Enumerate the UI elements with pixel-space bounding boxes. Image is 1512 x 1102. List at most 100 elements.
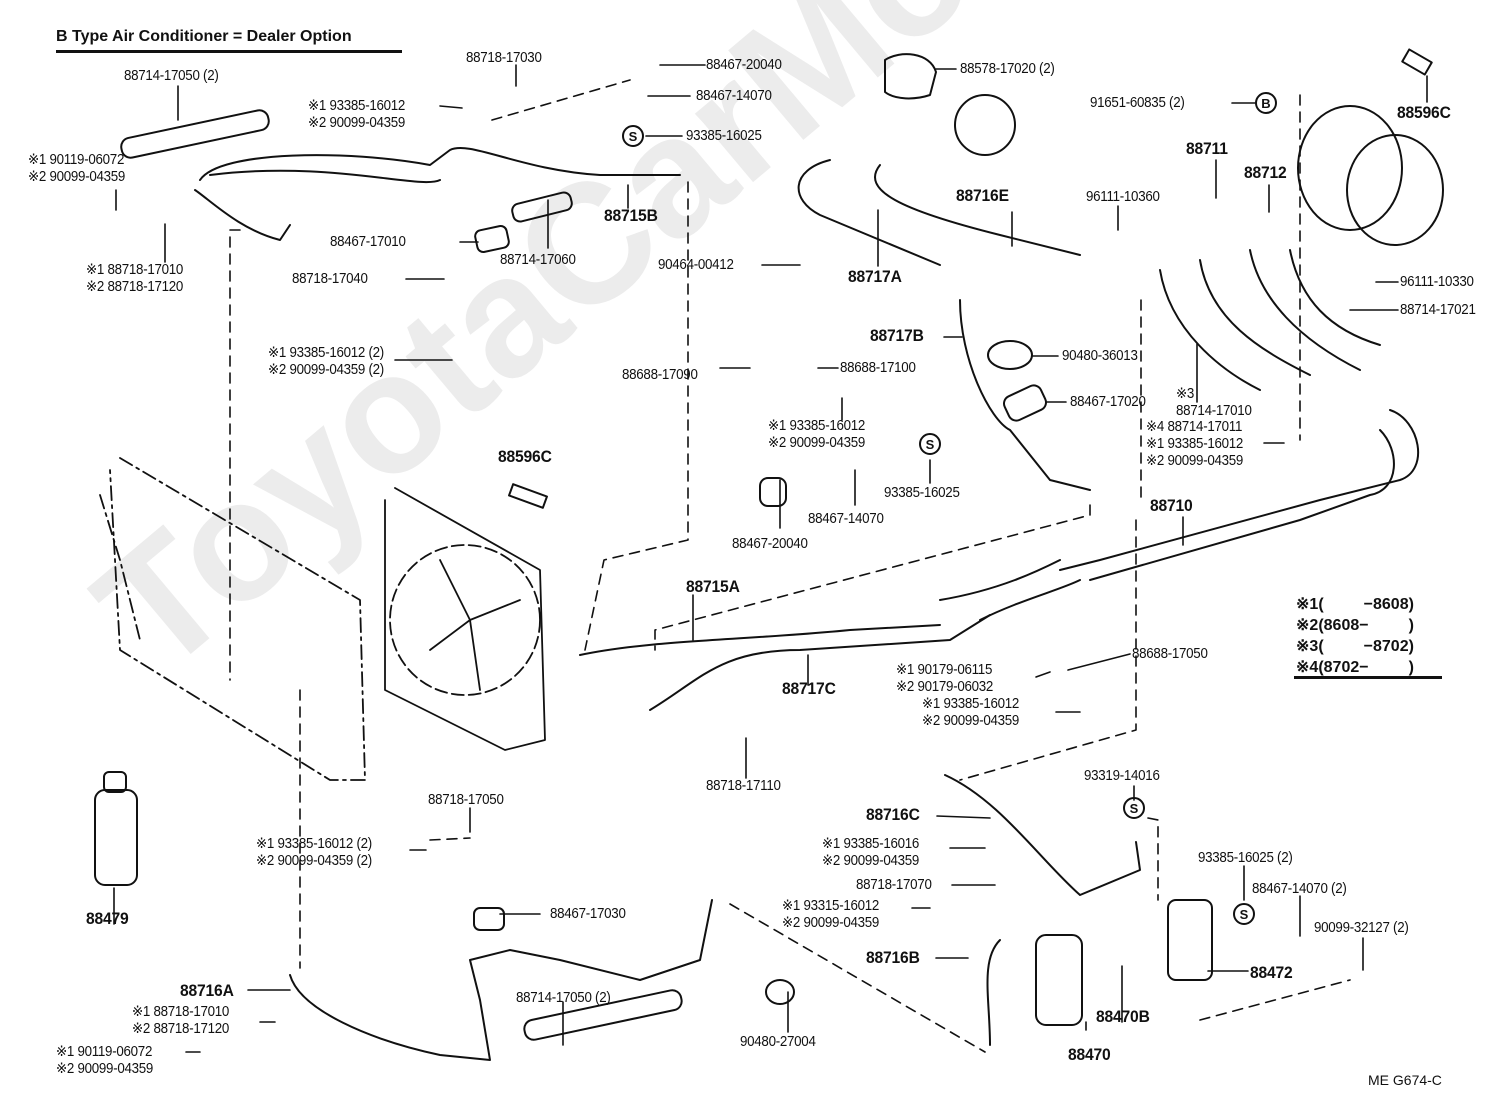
part-label-line: ※3 [1176, 386, 1195, 402]
part-label-line: ※1 93315-16012 [782, 898, 880, 914]
part-label: 88716A [180, 981, 234, 1000]
s-marker-3: S [1130, 801, 1139, 816]
part-label-line: ※2 90099-04359 [782, 915, 880, 931]
part-label-line: ※2 90099-04359 [56, 1061, 154, 1077]
figure-code: ME G674-C [1368, 1072, 1442, 1088]
part-label: 88479 [86, 909, 129, 928]
part-label-line: ※1 88718-17010 [132, 1004, 230, 1020]
part-label: 88716B [866, 948, 920, 967]
condenser-unit [99, 457, 366, 781]
part-label: ※1 93385-16012 ※2 90099-04359 [768, 418, 865, 452]
part-label: 90099-32127 (2) [1314, 920, 1409, 936]
part-label: 96111-10330 [1400, 274, 1474, 290]
part-label: 88688-17090 [622, 367, 698, 383]
part-label: ※1 93315-16012 ※2 90099-04359 [782, 898, 879, 932]
legend-mark: ※2 [1296, 617, 1319, 634]
hoses [194, 146, 1419, 1061]
s-marker-2: S [926, 437, 935, 452]
part-label: 88718-17070 [856, 877, 932, 893]
part-label: ※1 93385-16012 (2) ※2 90099-04359 (2) [268, 345, 384, 379]
part-label: 88718-17050 [428, 792, 504, 808]
part-label: 88467-17030 [550, 906, 626, 922]
legend-range: (8608− ) [1318, 617, 1414, 634]
part-label-line: ※2 90099-04359 [822, 853, 920, 869]
part-label: ※3 88714-17010 [1176, 386, 1252, 420]
part-label: ※1 88718-17010 ※2 88718-17120 [132, 1004, 229, 1038]
part-label-line: ※1 93385-16016 [822, 836, 920, 852]
part-label: 88467-20040 [732, 536, 808, 552]
part-label: 88714-17050 (2) [124, 68, 219, 84]
legend-range: ( −8608) [1318, 596, 1414, 613]
part-label: 91651-60835 (2) [1090, 95, 1185, 111]
part-label: 93385-16025 (2) [1198, 850, 1293, 866]
legend-mark: ※1 [1296, 596, 1319, 613]
part-label: 88688-17100 [840, 360, 916, 376]
part-label: ※4 88714-17011 ※1 93385-16012 ※2 90099-0… [1146, 419, 1243, 470]
part-label: 88718-17030 [466, 50, 542, 66]
part-label-line: ※2 90099-04359 [308, 115, 406, 131]
legend-range: (8702− ) [1318, 659, 1414, 676]
part-label: ※1 90119-06072 ※2 90099-04359 [56, 1044, 153, 1078]
part-label-line: ※1 93385-16012 (2) [268, 345, 384, 361]
part-label-line: ※1 93385-16012 (2) [256, 836, 372, 852]
part-label: 88472 [1250, 963, 1293, 982]
part-label: 88467-20040 [706, 57, 782, 73]
legend-row: ※3( −8702) [1296, 636, 1414, 657]
title-underline [56, 50, 402, 53]
part-label: 88710 [1150, 496, 1193, 515]
part-label: 88688-17050 [1132, 646, 1208, 662]
part-label: 88715B [604, 206, 658, 225]
part-label: 88714-17021 [1400, 302, 1476, 318]
legend-mark: ※3 [1296, 638, 1319, 655]
part-label: 88718-17040 [292, 271, 368, 287]
part-label: 88578-17020 (2) [960, 61, 1055, 77]
part-label-line: ※1 93385-16012 [922, 696, 1020, 712]
part-label: 88467-14070 [696, 88, 772, 104]
part-label: 88467-14070 (2) [1252, 881, 1347, 897]
part-label: 96111-10360 [1086, 189, 1160, 205]
part-label: 88470 [1068, 1045, 1111, 1064]
b-marker: B [1261, 96, 1270, 111]
part-label: 88714-17050 (2) [516, 990, 611, 1006]
legend-underline [1294, 676, 1442, 679]
part-label-line: ※2 90099-04359 [922, 713, 1020, 729]
part-label-line: ※2 90099-04359 (2) [268, 362, 384, 378]
part-label: 88715A [686, 577, 740, 596]
part-label: 90480-36013 [1062, 348, 1138, 364]
dashed-lines [229, 79, 1351, 1053]
part-label: 88470B [1096, 1007, 1150, 1026]
part-label-line: ※1 93385-16012 [768, 418, 866, 434]
part-label: 88596C [1397, 103, 1451, 122]
part-label-line: ※4 88714-17011 [1146, 419, 1243, 435]
part-label-line: ※2 90099-04359 [28, 169, 126, 185]
part-label: ※1 93385-16012 ※2 90099-04359 [308, 98, 405, 132]
part-label-line: ※2 90099-04359 [1146, 453, 1244, 469]
legend-row: ※1( −8608) [1296, 594, 1414, 615]
part-label-line: ※2 88718-17120 [86, 279, 184, 295]
part-label: 93385-16025 [884, 485, 960, 501]
part-label: ※1 90179-06115 ※2 90179-06032 [896, 662, 993, 696]
part-label-line: ※1 93385-16012 [1146, 436, 1244, 452]
part-label-line: ※1 90179-06115 [896, 662, 993, 678]
part-label: 88467-17010 [330, 234, 406, 250]
fan-shroud [384, 487, 546, 751]
diagram-title: B Type Air Conditioner = Dealer Option [56, 28, 352, 45]
part-label-line: ※1 88718-17010 [86, 262, 184, 278]
part-label: 88717A [848, 267, 902, 286]
part-label: 88716E [956, 186, 1009, 205]
part-label: 93319-14016 [1084, 768, 1160, 784]
part-label-line: 88714-17010 [1176, 403, 1252, 419]
date-range-legend: ※1( −8608) ※2(8608− ) ※3( −8702) ※4(8702… [1296, 594, 1414, 678]
part-label: 88718-17110 [706, 778, 781, 794]
part-label: 88716C [866, 805, 920, 824]
s-marker-1: S [629, 129, 638, 144]
part-label: 88596C [498, 447, 552, 466]
component-bodies [94, 48, 1444, 1041]
part-label-line: ※1 90119-06072 [56, 1044, 153, 1060]
part-label: 88467-17020 [1070, 394, 1146, 410]
part-label: ※1 93385-16012 (2) ※2 90099-04359 (2) [256, 836, 372, 870]
part-label: 90464-00412 [658, 257, 734, 273]
part-label: ※1 88718-17010 ※2 88718-17120 [86, 262, 183, 296]
part-label-line: ※1 93385-16012 [308, 98, 406, 114]
